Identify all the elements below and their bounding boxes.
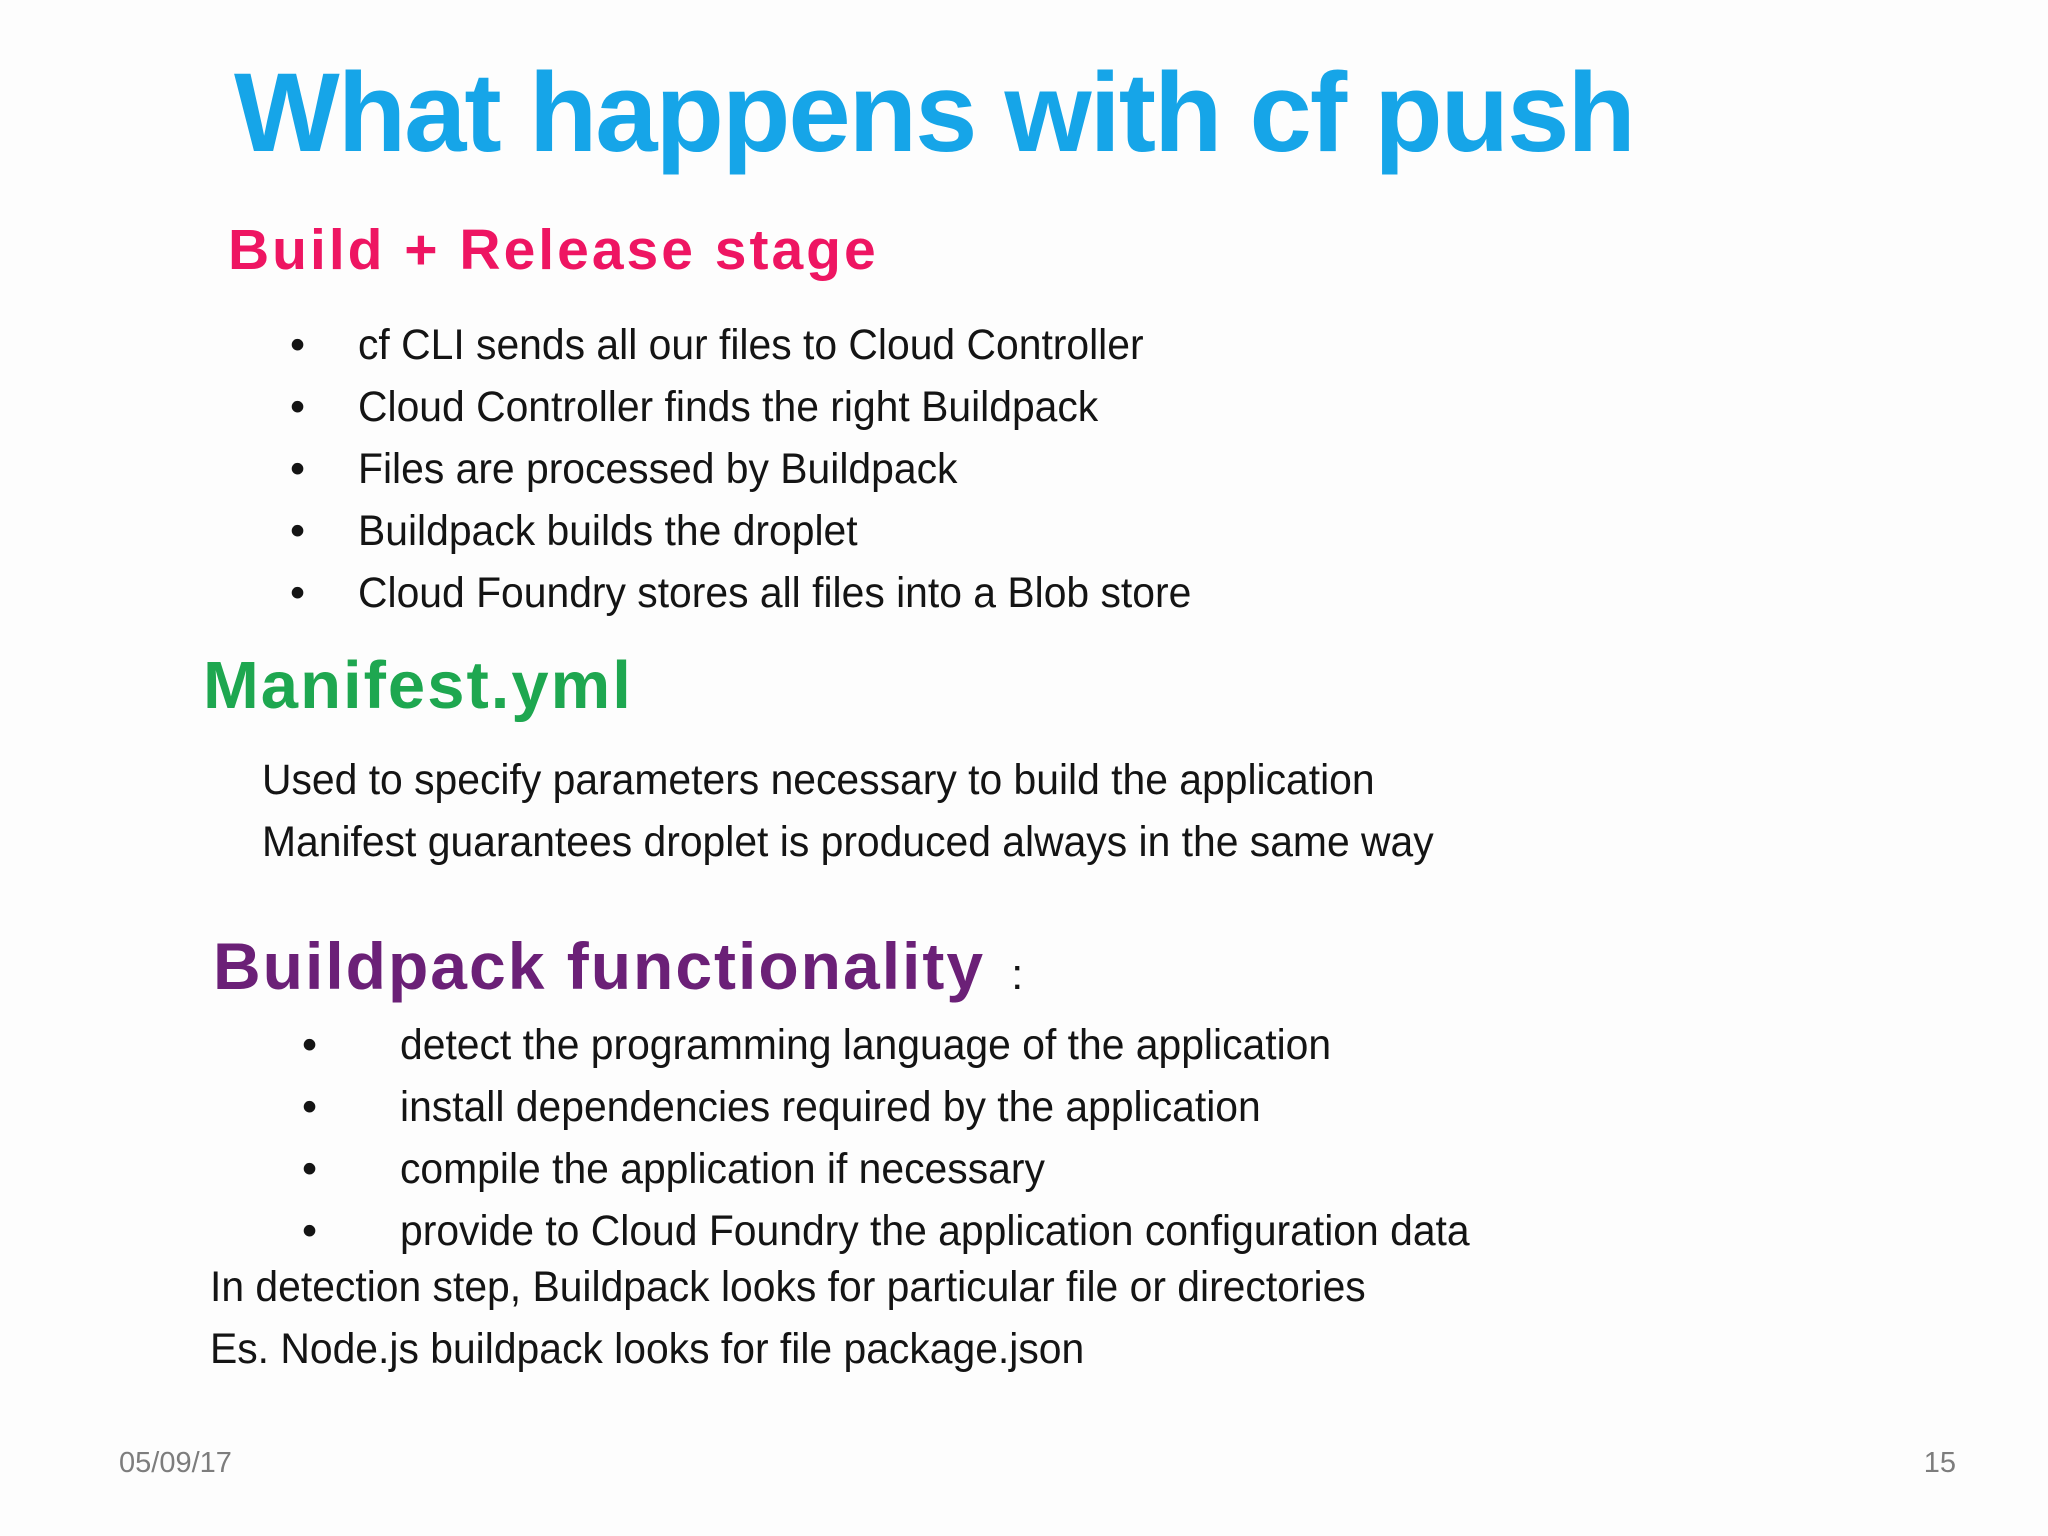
bullet-text: Cloud Controller finds the right Buildpa…	[358, 383, 1099, 431]
section-heading-buildpack-text: Buildpack functionality	[213, 929, 986, 1003]
manifest-description: Used to specify parameters necessary to …	[262, 749, 1495, 873]
bullet-text: cf CLI sends all our files to Cloud Cont…	[358, 321, 1144, 369]
bullet-icon: •	[302, 1207, 318, 1255]
bullet-text: detect the programming language of the a…	[400, 1021, 1332, 1069]
bullet-text: provide to Cloud Foundry the application…	[400, 1207, 1470, 1255]
bullet-text: Files are processed by Buildpack	[358, 445, 958, 493]
section-heading-buildpack: Buildpack functionality:	[213, 933, 1023, 999]
slide-title: What happens with cf push	[234, 50, 1636, 175]
bullet-text: install dependencies required by the app…	[400, 1083, 1261, 1131]
bullet-icon: •	[290, 445, 306, 493]
section-heading-build-release: Build + Release stage	[228, 218, 879, 282]
bullet-text: Cloud Foundry stores all files into a Bl…	[358, 569, 1192, 617]
bullet-icon: •	[290, 321, 306, 369]
note-line: In detection step, Buildpack looks for p…	[210, 1263, 1366, 1311]
manifest-description-line: Manifest guarantees droplet is produced …	[262, 818, 1434, 866]
bullet-icon: •	[302, 1145, 318, 1193]
bullet-icon: •	[302, 1083, 318, 1131]
page-number: 15	[1923, 1447, 1956, 1479]
manifest-description-line: Used to specify parameters necessary to …	[262, 756, 1375, 804]
heading-colon: :	[1011, 950, 1024, 999]
section-heading-manifest: Manifest.yml	[203, 648, 633, 723]
bullet-icon: •	[290, 383, 306, 431]
bullet-text: Buildpack builds the droplet	[358, 507, 858, 555]
buildpack-notes: In detection step, Buildpack looks for p…	[210, 1256, 1427, 1380]
footer-date: 05/09/17	[119, 1447, 232, 1479]
note-line: Es. Node.js buildpack looks for file pac…	[210, 1325, 1085, 1373]
bullet-icon: •	[290, 569, 306, 617]
bullet-icon: •	[290, 507, 306, 555]
bullet-text: compile the application if necessary	[400, 1145, 1045, 1193]
bullet-icon: •	[302, 1021, 318, 1069]
